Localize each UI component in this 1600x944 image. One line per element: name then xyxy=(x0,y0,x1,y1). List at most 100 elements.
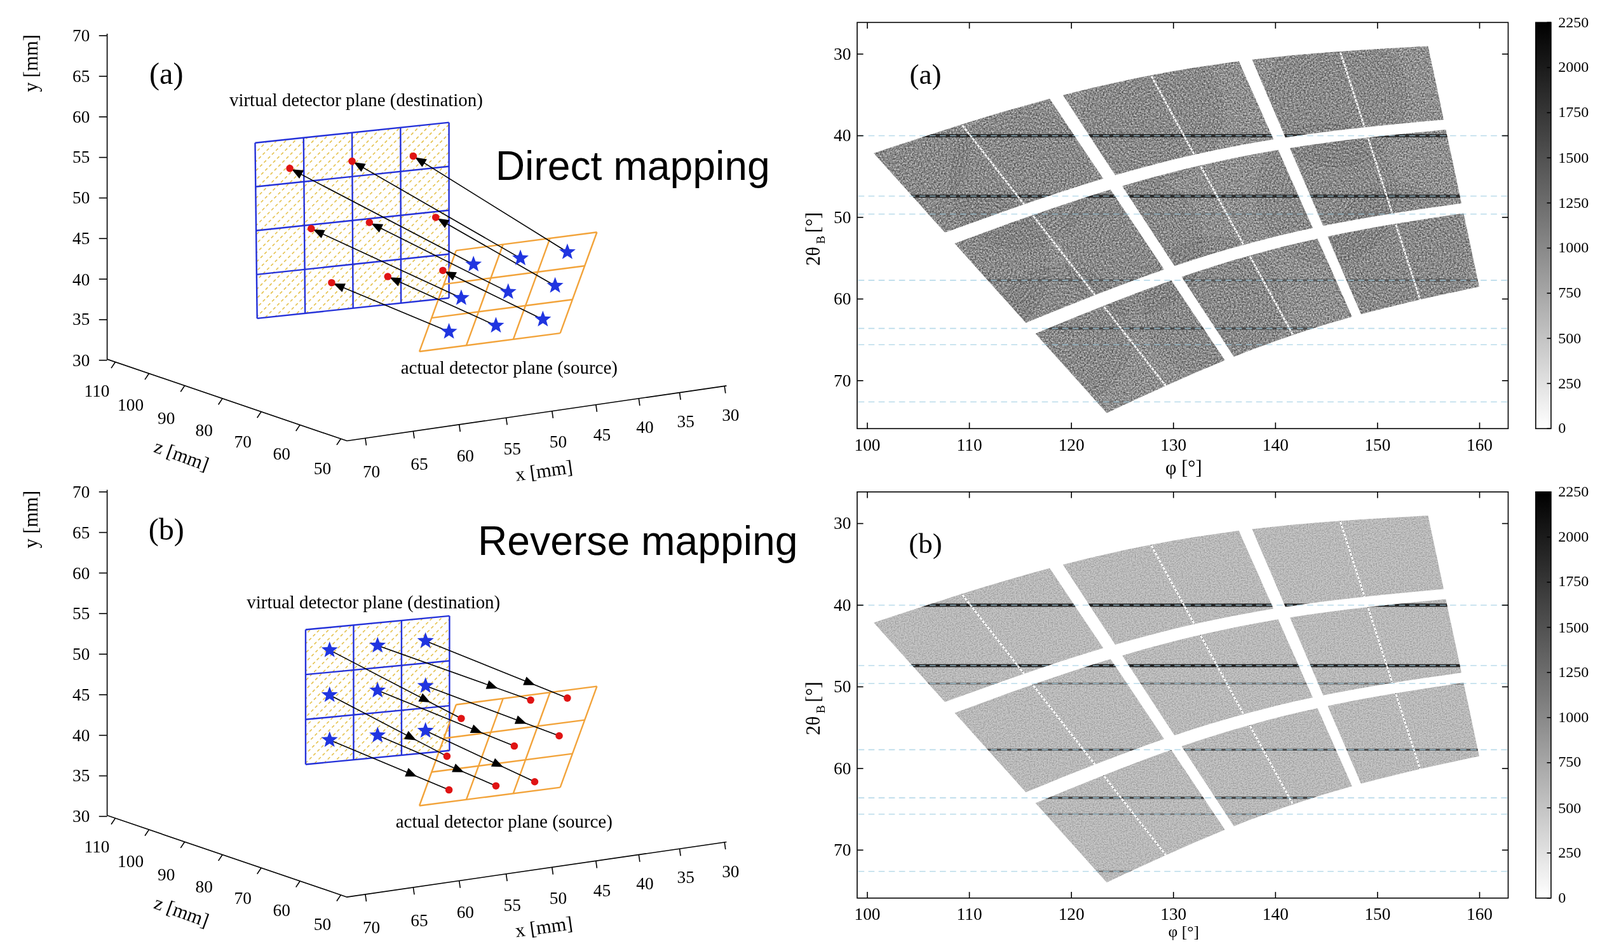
moire-ring xyxy=(1008,283,1115,390)
arrow-line xyxy=(289,168,474,265)
tick-mark xyxy=(413,430,415,438)
red-dot xyxy=(563,693,572,702)
hatch-line xyxy=(55,87,321,353)
moire-ring xyxy=(1091,50,1215,174)
chip-gap xyxy=(1200,165,1244,245)
chip-gap xyxy=(1249,725,1293,805)
tick-mark xyxy=(1070,22,1072,29)
tick-mark xyxy=(296,424,300,431)
tick-label: 70 xyxy=(72,27,90,45)
tick-label: 40 xyxy=(833,127,851,145)
chip-gap xyxy=(1103,775,1167,856)
chip-gap xyxy=(962,124,1025,205)
chip-gap xyxy=(1368,137,1393,213)
grid-line xyxy=(560,231,598,333)
moire-ring xyxy=(1016,291,1106,382)
moire-ring xyxy=(967,252,992,278)
tick-mark xyxy=(679,848,682,856)
red-dot xyxy=(439,266,447,275)
moire-ring xyxy=(1145,104,1162,121)
tick-label: 55 xyxy=(72,604,90,623)
tick-label: 40 xyxy=(72,270,90,288)
colorbar-label: 2250 xyxy=(1558,484,1589,500)
hatch-line xyxy=(137,87,404,353)
moire-ring xyxy=(1320,80,1353,114)
arrow-line xyxy=(377,735,496,786)
chip-gap xyxy=(1150,74,1194,155)
tick-mark xyxy=(413,887,415,895)
moire-ring xyxy=(1148,108,1158,117)
red-dot xyxy=(555,732,563,740)
tick-mark xyxy=(857,686,864,688)
tick-mark xyxy=(1546,761,1551,764)
axis-title: φ [°] xyxy=(1167,923,1200,940)
chip-gap xyxy=(1032,215,1095,296)
tick-label: 110 xyxy=(956,435,983,454)
hatch-line xyxy=(183,87,450,353)
tick-mark xyxy=(1546,716,1551,719)
hatch-line xyxy=(6,557,273,823)
star-marker xyxy=(559,243,576,260)
red-dot xyxy=(432,213,440,222)
tick-mark xyxy=(1546,897,1551,899)
tick-mark xyxy=(552,866,554,874)
module-content xyxy=(828,22,1509,429)
diffraction-line xyxy=(857,869,1509,872)
moire-ring xyxy=(1165,257,1264,356)
tick-mark xyxy=(257,411,262,419)
red-dot xyxy=(526,696,535,705)
red-dot xyxy=(327,278,336,287)
arrow-head xyxy=(291,169,304,179)
axis-title: y [mm] xyxy=(20,490,41,549)
hatch-line xyxy=(440,87,707,353)
red-dot xyxy=(409,152,418,161)
red-dot xyxy=(445,786,454,794)
panel-letter: (b) xyxy=(148,514,185,545)
red-dot xyxy=(510,742,519,750)
hatch-line xyxy=(0,87,266,353)
tick-mark xyxy=(1546,337,1551,339)
hatch-line xyxy=(210,87,477,353)
moire-ring xyxy=(840,94,956,209)
star-marker xyxy=(369,636,386,653)
moire-ring xyxy=(1357,214,1439,296)
tick-label: 110 xyxy=(84,838,110,856)
tick-label: 50 xyxy=(833,677,851,696)
moire-ring xyxy=(934,220,1025,311)
moire-ring xyxy=(971,257,989,274)
hatch-line xyxy=(413,87,679,353)
moire-ring xyxy=(1111,71,1194,153)
tick-label: 150 xyxy=(1364,905,1391,923)
arrow-head xyxy=(437,218,450,229)
moire-ring xyxy=(1185,277,1243,335)
moire-ring xyxy=(1099,59,1207,166)
diffraction-line xyxy=(857,748,1509,751)
grid-line xyxy=(448,615,450,751)
moire-ring xyxy=(963,249,996,282)
moire-ring xyxy=(963,121,1078,236)
tick-mark xyxy=(1479,22,1481,29)
tick-mark xyxy=(336,438,341,445)
moire-ring xyxy=(1104,216,1162,274)
moire-ring xyxy=(1206,298,1223,315)
tick-mark xyxy=(969,491,971,499)
moire-ring xyxy=(1328,185,1468,325)
reference-line xyxy=(858,664,1508,666)
colorbar-label: 250 xyxy=(1558,375,1581,391)
tick-mark xyxy=(99,572,108,574)
moire-ring xyxy=(1369,226,1427,284)
grid-line xyxy=(352,624,354,760)
red-dot xyxy=(383,272,392,281)
tick-mark xyxy=(1275,491,1277,499)
moire-ring xyxy=(1189,281,1239,331)
tick-mark xyxy=(1376,891,1379,898)
colorbar-label: 250 xyxy=(1558,845,1581,861)
grid-line xyxy=(256,254,450,275)
tick-mark xyxy=(144,829,149,836)
reference-line xyxy=(858,135,1508,137)
axis-title: x [mm] xyxy=(514,456,574,485)
moire-ring xyxy=(1193,285,1235,327)
reference-line xyxy=(858,195,1508,197)
grid-line xyxy=(305,615,450,630)
moire-ring xyxy=(848,102,947,201)
